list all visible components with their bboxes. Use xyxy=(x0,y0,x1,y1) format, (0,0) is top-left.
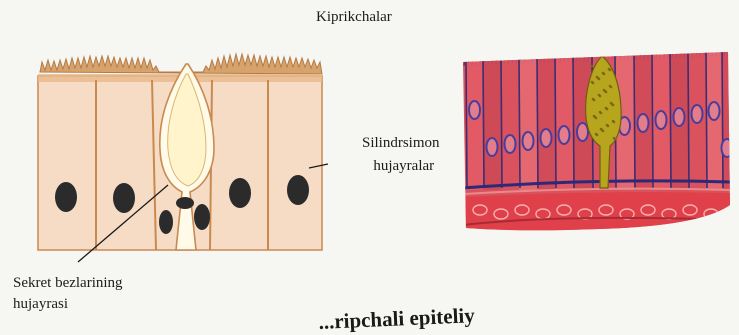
goblet-cell-label: Sekret bezlarining hujayrasi xyxy=(13,274,123,314)
epithelium-figure: Kiprikchalar Silindrsimon hujayralar Sek… xyxy=(0,0,739,328)
columnar-label-line1: Silindrsimon xyxy=(362,134,440,153)
goblet-label-line1: Sekret bezlarining xyxy=(13,274,123,293)
schematic-epithelium xyxy=(38,54,328,262)
columnar-label-line2: hujayralar xyxy=(362,157,440,176)
cilia-label: Kiprikchalar xyxy=(316,8,392,27)
figure-caption: ...ripchali epiteliy xyxy=(318,303,475,335)
goblet-label-line2: hujayrasi xyxy=(13,295,123,314)
columnar-cells-label: Silindrsimon hujayralar xyxy=(362,134,440,176)
stained-epithelium xyxy=(460,46,735,240)
